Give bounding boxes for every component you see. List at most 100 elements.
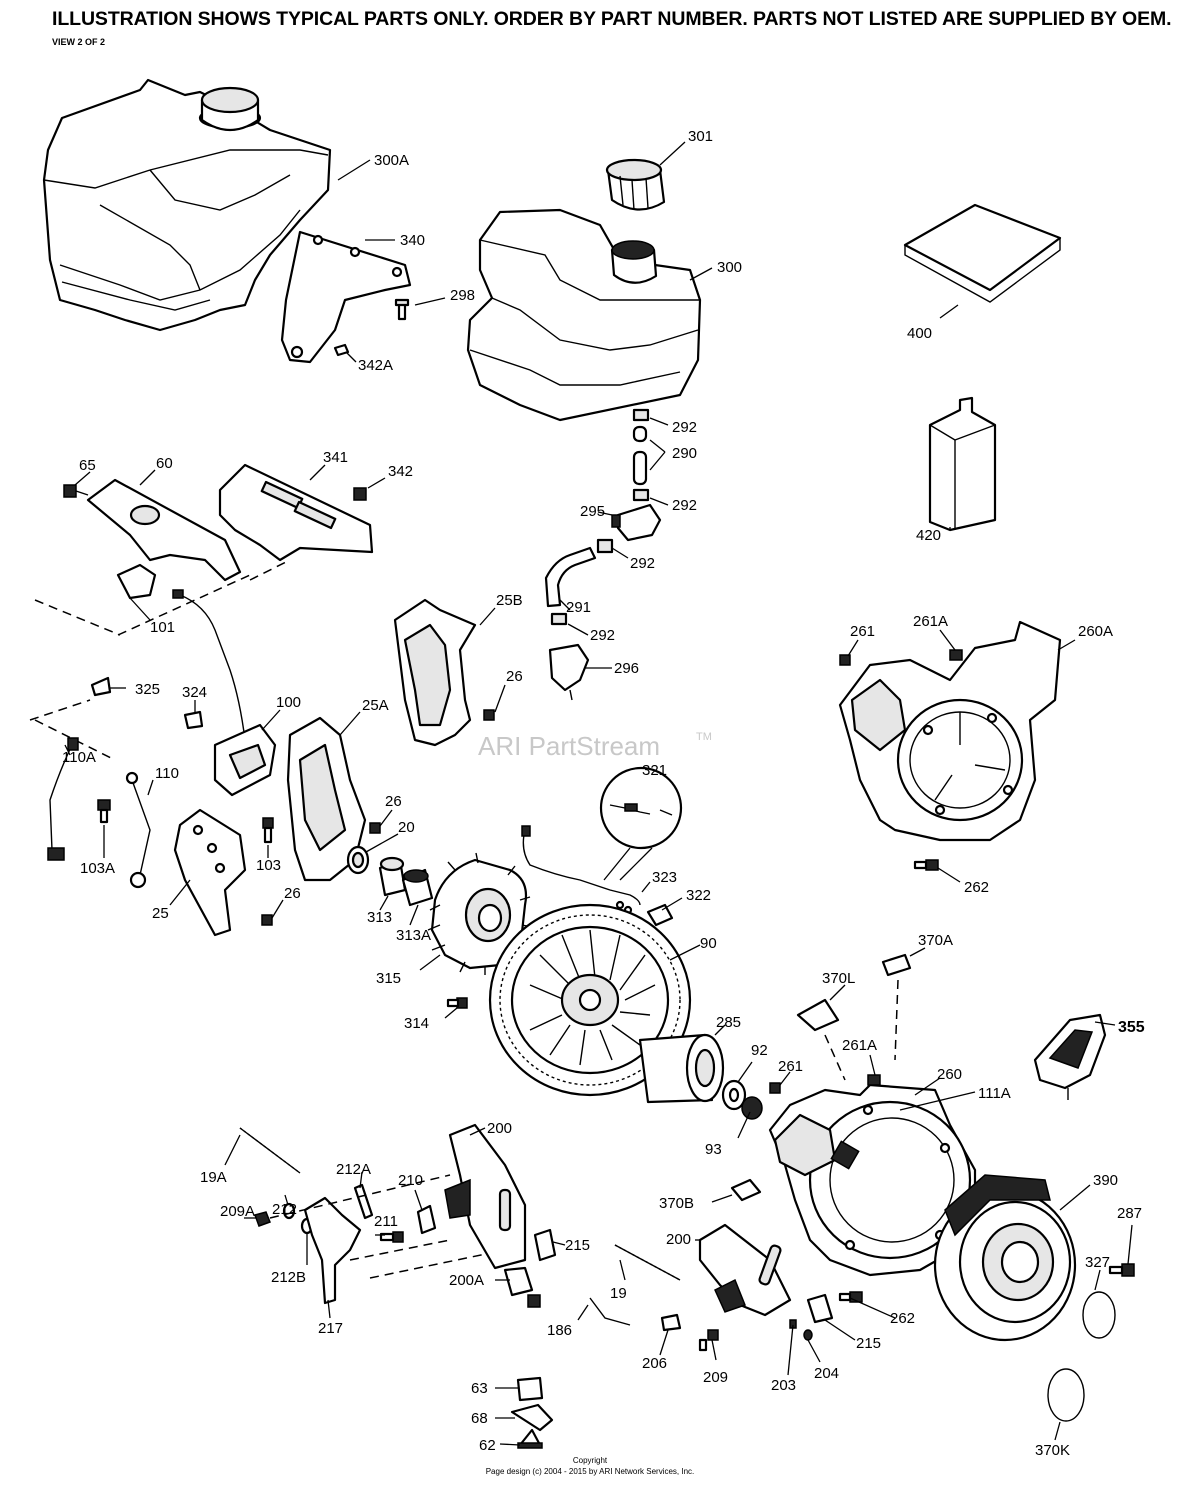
- part-400-filter-pad[interactable]: [903, 203, 1062, 303]
- part-215-clip-lower[interactable]: [806, 1293, 834, 1324]
- page-title: ILLUSTRATION SHOWS TYPICAL PARTS ONLY. O…: [52, 8, 1172, 30]
- part-25A-baffle[interactable]: [286, 716, 367, 882]
- part-60-bracket[interactable]: [86, 478, 242, 582]
- part-285-starter-cup[interactable]: [638, 1033, 725, 1104]
- part-390-rewind-starter[interactable]: [933, 1174, 1077, 1342]
- label-212A: 212A: [336, 1161, 371, 1178]
- part-262-screw-upper[interactable]: [913, 859, 939, 871]
- part-313-spacer[interactable]: [378, 856, 407, 897]
- part-209A-nut[interactable]: [254, 1211, 271, 1227]
- part-370K-decal-ring[interactable]: [1047, 1368, 1085, 1422]
- part-324-clip[interactable]: [183, 710, 204, 730]
- part-103-screw[interactable]: [262, 817, 274, 844]
- part-19A-spring[interactable]: [239, 1127, 301, 1174]
- part-300A-shroud-tank[interactable]: [42, 78, 332, 332]
- part-260-blower-housing[interactable]: [768, 1083, 977, 1277]
- part-26-screw-c[interactable]: [261, 914, 273, 926]
- part-101-elbow[interactable]: [116, 563, 157, 600]
- label-103A: 103A: [80, 860, 115, 877]
- part-287-screw[interactable]: [1108, 1263, 1135, 1277]
- assembly-line-gov-3: [369, 1249, 506, 1279]
- part-68-clip[interactable]: [510, 1403, 554, 1432]
- part-217-lever[interactable]: [303, 1196, 362, 1305]
- part-261-screw-lower[interactable]: [769, 1082, 781, 1094]
- part-290-fuel-line[interactable]: [632, 425, 648, 486]
- part-26-screw-b[interactable]: [369, 822, 381, 834]
- part-314-screw[interactable]: [446, 997, 468, 1009]
- part-355-starter-handle[interactable]: [1033, 1013, 1107, 1100]
- footer-page-design: Page design (c) 2004 - 2015 by ARI Netwo…: [485, 1467, 695, 1476]
- part-200A-bracket[interactable]: [503, 1266, 541, 1308]
- label-390: 390: [1093, 1172, 1118, 1189]
- part-100-ignition-module[interactable]: [172, 589, 277, 797]
- part-92-washer[interactable]: [721, 1079, 747, 1111]
- part-212A-spring[interactable]: [353, 1183, 374, 1220]
- part-322-connector[interactable]: [646, 903, 674, 927]
- part-260A-blower-housing[interactable]: [838, 620, 1062, 842]
- part-65-bolt[interactable]: [63, 484, 89, 498]
- label-206: 206: [642, 1355, 667, 1372]
- label-19: 19: [610, 1285, 627, 1302]
- part-204-washer[interactable]: [803, 1329, 813, 1341]
- part-370B-decal[interactable]: [730, 1178, 762, 1202]
- label-111A: 111A: [978, 1085, 1011, 1102]
- part-321-detail-callout[interactable]: [599, 766, 683, 881]
- part-327-retaining-ring[interactable]: [1082, 1291, 1116, 1339]
- part-292-clamp-upper[interactable]: [632, 408, 650, 422]
- label-341: 341: [323, 449, 348, 466]
- part-261-screw-upper[interactable]: [839, 654, 851, 666]
- part-209-screw[interactable]: [698, 1329, 719, 1352]
- part-200-governor-bracket-upper[interactable]: [444, 1123, 527, 1270]
- part-420-oil-bottle[interactable]: [928, 396, 997, 532]
- part-25-baffle[interactable]: [173, 808, 247, 937]
- label-261A-upper: 261A: [913, 613, 948, 630]
- part-315-stator[interactable]: [427, 852, 533, 975]
- part-103A-screw[interactable]: [97, 799, 111, 824]
- part-25B-baffle[interactable]: [393, 598, 477, 747]
- part-292-clamp-mid[interactable]: [632, 488, 650, 502]
- label-323: 323: [652, 869, 677, 886]
- part-300-fuel-tank[interactable]: [466, 208, 702, 422]
- part-206-clip[interactable]: [660, 1313, 682, 1332]
- label-20: 20: [398, 819, 415, 836]
- part-261A-screw-lower[interactable]: [867, 1074, 881, 1086]
- part-341-bracket[interactable]: [218, 463, 374, 562]
- part-186-link[interactable]: [589, 1297, 631, 1326]
- part-298-screw[interactable]: [394, 298, 410, 321]
- label-25: 25: [152, 905, 169, 922]
- part-342A-nut[interactable]: [333, 343, 350, 357]
- part-200-governor-bracket-lower[interactable]: [698, 1223, 792, 1317]
- part-93-nut[interactable]: [741, 1096, 763, 1120]
- part-325-clip[interactable]: [90, 676, 112, 697]
- part-292-clamp-lower[interactable]: [596, 538, 614, 554]
- part-62-cap[interactable]: [517, 1428, 543, 1449]
- part-210-link[interactable]: [416, 1204, 437, 1235]
- part-340-bracket[interactable]: [280, 230, 412, 364]
- part-291-fuel-hose[interactable]: [544, 546, 597, 608]
- part-370L-decal[interactable]: [796, 998, 840, 1032]
- part-296-fuel-filter[interactable]: [548, 643, 590, 701]
- label-211: 211: [374, 1213, 398, 1230]
- part-211-screw[interactable]: [379, 1231, 404, 1243]
- part-19-spring[interactable]: [614, 1244, 681, 1281]
- part-342-bolt[interactable]: [353, 487, 367, 501]
- label-100: 100: [276, 694, 301, 711]
- part-26-screw-a[interactable]: [483, 709, 495, 721]
- assembly-line-gov-2: [349, 1239, 451, 1261]
- part-262-screw-lower[interactable]: [838, 1291, 863, 1303]
- part-292-clamp-bottom[interactable]: [550, 612, 568, 626]
- label-63: 63: [471, 1380, 488, 1397]
- part-110-ground-wire[interactable]: [125, 771, 151, 889]
- part-301-fuel-cap[interactable]: [605, 158, 666, 211]
- part-313A-spacer[interactable]: [401, 868, 434, 907]
- part-110A-ground-wire[interactable]: [47, 737, 79, 861]
- part-370A-decal[interactable]: [881, 953, 912, 977]
- part-261A-screw-upper[interactable]: [949, 649, 963, 661]
- label-340: 340: [400, 232, 425, 249]
- part-323-wire-harness[interactable]: [521, 825, 641, 915]
- part-295-shutoff-valve[interactable]: [611, 503, 662, 542]
- part-63-fitting[interactable]: [516, 1376, 544, 1402]
- part-20-seal[interactable]: [346, 845, 370, 875]
- part-215-clip-upper[interactable]: [533, 1228, 557, 1262]
